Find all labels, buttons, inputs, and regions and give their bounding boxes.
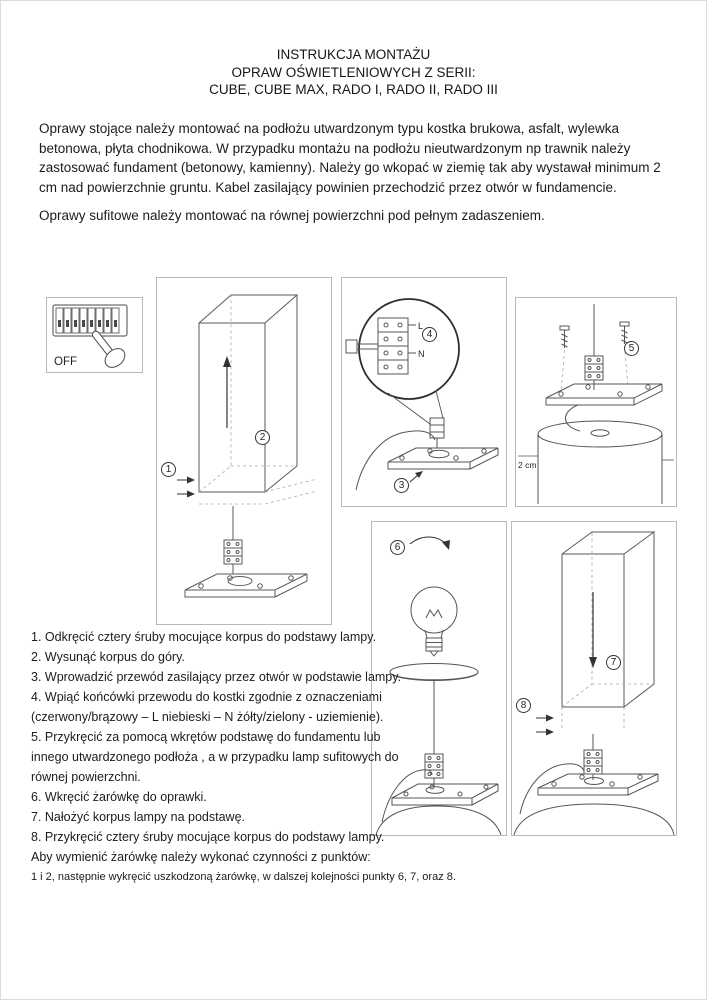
step-7-text: 7. Nałożyć korpus lampy na podstawę.	[31, 810, 245, 824]
depth-label: 2 cm	[518, 460, 536, 470]
base-plate-drawing	[184, 573, 308, 598]
step-4-text: 4. Wpiąć końcówki przewodu do kostki zgo…	[31, 690, 384, 724]
step-marker-7: 7	[606, 655, 621, 670]
step-marker-6: 6	[390, 540, 405, 555]
base-fixing-drawing: 2 cm	[518, 304, 674, 504]
document-title: INSTRUKCJA MONTAŻU OPRAW OŚWIETLENIOWYCH…	[1, 46, 706, 99]
diagram-bulb-install: 6	[371, 521, 507, 836]
diagram-body-removal: 1 2	[156, 277, 332, 625]
bulb-replacement-note-line-1: Aby wymienić żarówkę należy wykonać czyn…	[31, 850, 371, 864]
step-marker-8: 8	[516, 698, 531, 713]
step-marker-4: 4	[422, 327, 437, 342]
installation-steps: 1. Odkręcić cztery śruby mocujące korpus…	[31, 627, 456, 887]
lamp-body-removal-drawing	[177, 294, 318, 598]
terminal-l-label: L	[418, 321, 423, 331]
terminal-n-label: N	[418, 349, 425, 359]
title-line-2: OPRAW OŚWIETLENIOWYCH Z SERII:	[231, 64, 476, 80]
pull-up-arrow	[223, 356, 231, 428]
bulb-install-drawing	[375, 536, 502, 835]
diagram-base-fixing: 2 cm 5	[515, 297, 677, 507]
terminal-block-drawing	[429, 417, 445, 448]
foundation-drawing	[375, 805, 502, 835]
cable-entry-arrow	[409, 471, 423, 483]
diagram-power-off: OFF	[46, 297, 143, 373]
wiring-detail-drawing: L N	[345, 298, 499, 491]
diagram-wiring: L N 3	[341, 277, 507, 507]
diagram-body-install: 7 8	[511, 521, 677, 836]
step-marker-2: 2	[255, 430, 270, 445]
bulb-replacement-note-line-2: 1 i 2, następnie wykręcić uszkodzoną żar…	[31, 871, 456, 883]
step-2-text: 2. Wysunąć korpus do góry.	[31, 650, 185, 664]
screw-drawing	[559, 325, 570, 348]
terminal-zoom-drawing	[377, 317, 409, 375]
step-marker-1: 1	[161, 462, 176, 477]
cable-drawing	[355, 430, 436, 491]
base-plate-drawing	[537, 773, 659, 796]
step-6-text: 6. Wkręcić żarówkę do oprawki.	[31, 790, 207, 804]
step-marker-5: 5	[624, 341, 639, 356]
foundation-drawing	[513, 803, 675, 835]
screw-arrows	[536, 714, 554, 736]
breaker-toggles-off	[58, 320, 117, 327]
foundation-drawing	[537, 420, 663, 504]
step-5-text: 5. Przykręcić za pomocą wkrętów podstawę…	[31, 730, 399, 784]
step-8-text: 8. Przykręcić cztery śruby mocujące korp…	[31, 830, 385, 844]
step-marker-3: 3	[394, 478, 409, 493]
base-plate-drawing	[391, 783, 499, 806]
supply-wire-drawing	[345, 339, 378, 354]
title-line-3: CUBE, CUBE MAX, RADO I, RADO II, RADO II…	[209, 82, 498, 97]
intro-paragraph-ceiling-fixtures: Oprawy sufitowe należy montować na równe…	[39, 208, 545, 223]
cable-drawing	[519, 763, 585, 815]
power-off-drawing: OFF	[52, 304, 128, 368]
title-line-1: INSTRUKCJA MONTAŻU	[276, 47, 431, 62]
hand-icon	[91, 330, 126, 368]
step-3-text: 3. Wprowadzić przewód zasilający przez o…	[31, 670, 402, 684]
bulb-drawing	[410, 586, 458, 657]
step-1-text: 1. Odkręcić cztery śruby mocujące korpus…	[31, 630, 377, 644]
unscrew-arrows	[177, 476, 195, 498]
base-plate-drawing	[387, 447, 499, 470]
intro-paragraph-standing-fixtures: Oprawy stojące należy montować na podłoż…	[39, 121, 661, 195]
screw-drawing	[619, 321, 630, 344]
body-install-drawing	[513, 531, 675, 835]
off-label: OFF	[54, 356, 77, 368]
base-plate-drawing	[545, 383, 663, 406]
cable-drawing	[565, 404, 581, 432]
push-down-arrow	[589, 592, 597, 668]
rotate-arrow	[409, 536, 450, 550]
cable-drawing	[381, 769, 433, 823]
